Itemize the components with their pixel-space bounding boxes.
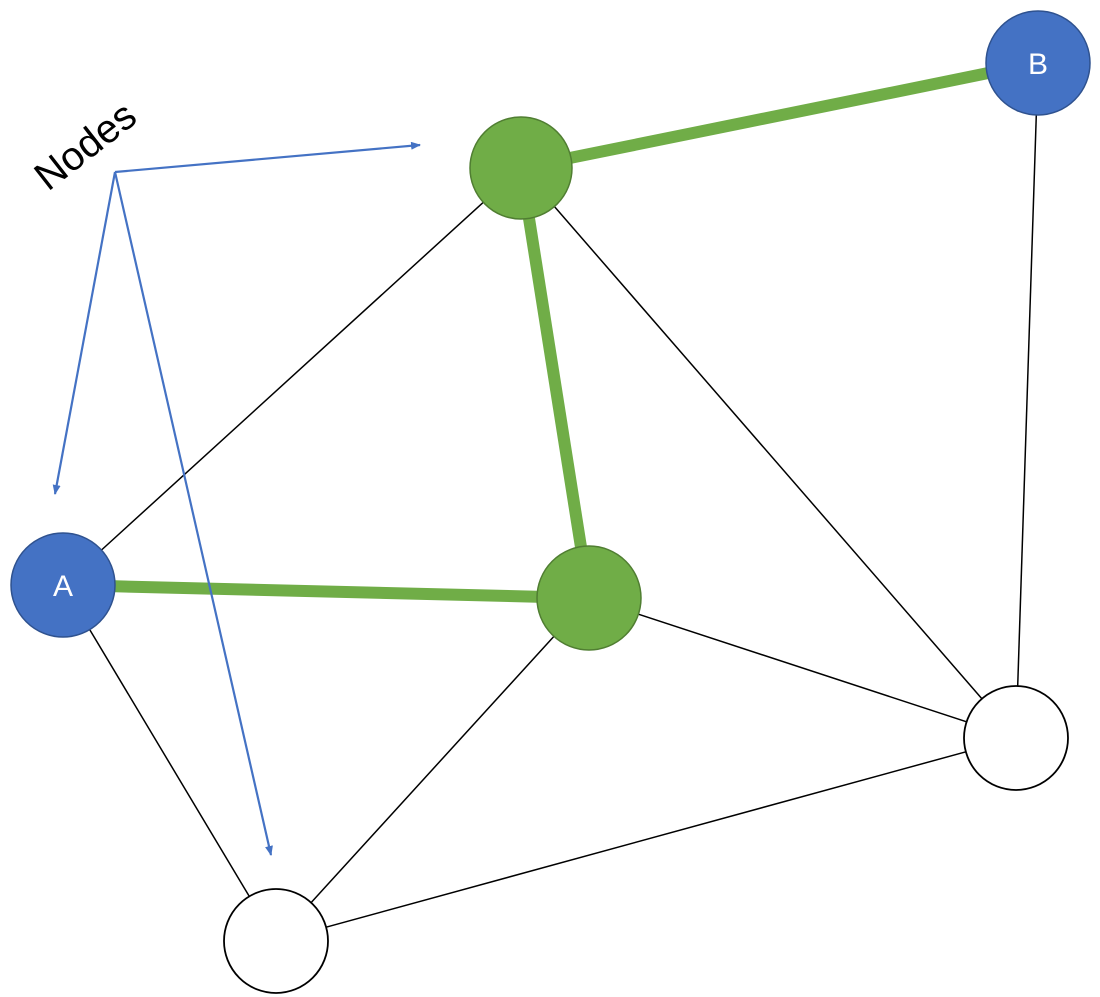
edge-a-bottom xyxy=(89,629,250,897)
nodes-annotation-label: Nodes xyxy=(26,93,144,199)
node-mid xyxy=(536,545,642,651)
node-a xyxy=(10,532,116,638)
node-label-a: A xyxy=(53,570,73,603)
nodes-annotation: Nodes xyxy=(26,93,421,856)
edges xyxy=(89,67,1038,928)
path-edge-a-mid xyxy=(114,580,538,603)
edge-b-right xyxy=(1016,114,1038,687)
node-b xyxy=(985,10,1091,116)
nodes: AB xyxy=(10,10,1091,994)
node-label-b: B xyxy=(1028,48,1048,81)
edge-mid-bottom xyxy=(310,635,555,904)
edge-mid-right xyxy=(638,613,967,723)
edge-a-top xyxy=(100,201,484,551)
annotation-arrow-top xyxy=(114,141,421,174)
path-edge-top-mid xyxy=(523,217,587,548)
edge-top-right xyxy=(553,206,983,700)
node-bottom xyxy=(223,888,329,994)
node-right xyxy=(963,685,1069,791)
annotation-arrow-a xyxy=(52,171,117,495)
path-edge-top-b xyxy=(569,67,989,164)
annotation-arrow-bottom xyxy=(113,171,273,856)
node-top xyxy=(469,116,573,220)
edge-bottom-right xyxy=(325,751,967,928)
